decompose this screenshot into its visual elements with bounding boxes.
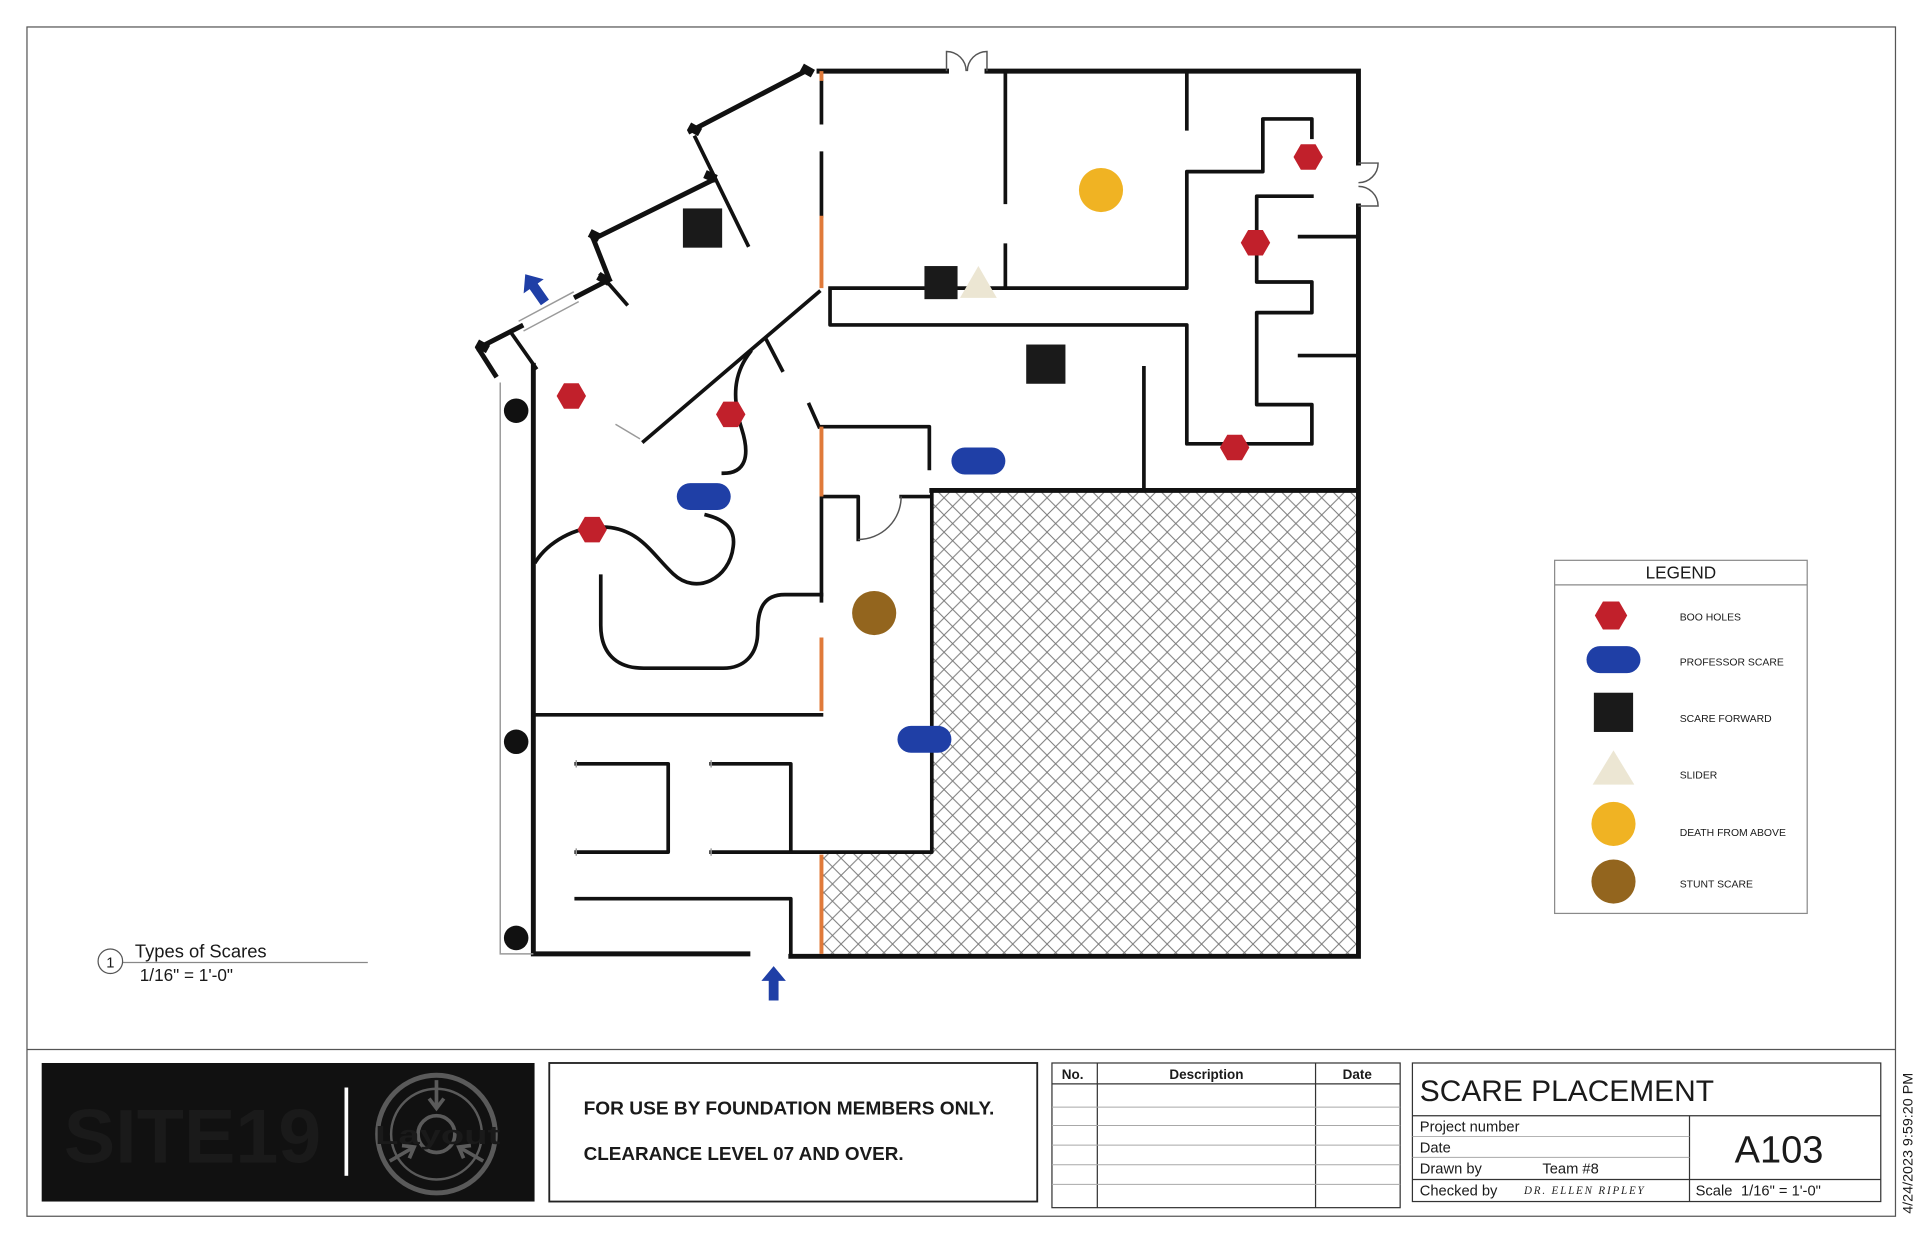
drawn-by-label: Drawn by	[1420, 1161, 1483, 1177]
professor-scare-marker	[951, 447, 1006, 475]
exterior-wall	[474, 67, 1361, 959]
triangle-icon	[1592, 750, 1635, 785]
black-dot-icon	[503, 398, 529, 423]
boo-hole-marker	[577, 516, 607, 543]
scale-label: Scale	[1696, 1183, 1733, 1199]
exit-arrow-icon	[515, 267, 555, 310]
sheet-border	[26, 26, 1897, 1217]
checked-by-signature: DR. ELLEN RIPLEY	[1523, 1185, 1646, 1197]
boo-hole-marker	[1240, 230, 1271, 256]
professor-scare-marker	[897, 725, 952, 753]
legend-item-label: DEATH FROM ABOVE	[1680, 828, 1786, 839]
stunt-scare-marker	[852, 590, 897, 636]
boo-hole-marker	[1219, 434, 1250, 461]
view-title-text: Types of Scares	[135, 941, 267, 962]
hatched-area	[821, 490, 1359, 957]
legend-item-label: BOO HOLES	[1680, 612, 1741, 623]
corridor-dots	[503, 398, 529, 951]
revision-header-description: Description	[1169, 1067, 1243, 1082]
legend-item-label: STUNT SCARE	[1680, 880, 1753, 891]
site-logo: SITE19 Layout	[41, 1062, 535, 1202]
drawn-by-value: Team #8	[1542, 1161, 1598, 1177]
logo-caption: Layout	[375, 1122, 501, 1150]
legend-item-label: SCARE FORWARD	[1680, 714, 1772, 725]
print-timestamp: 4/24/2023 9:59:20 PM	[1901, 1073, 1916, 1214]
revision-table: No. Description Date	[1051, 1062, 1401, 1209]
black-dot-icon	[503, 925, 529, 951]
notice-line-2: CLEARANCE LEVEL 07 AND OVER.	[584, 1143, 904, 1164]
revision-table-border	[1051, 1062, 1401, 1209]
clearance-notice: FOR USE BY FOUNDATION MEMBERS ONLY. CLEA…	[548, 1062, 1039, 1203]
walls	[474, 63, 1361, 959]
date-label: Date	[1420, 1140, 1451, 1156]
scale-value: 1/16" = 1'-0"	[1741, 1183, 1821, 1199]
view-number-bubble	[97, 948, 124, 975]
boo-hole-marker	[1293, 144, 1323, 170]
sheet-info-block: SCARE PLACEMENT Project number Date Draw…	[1411, 1062, 1882, 1203]
scare-forward-marker	[924, 266, 958, 300]
logo-separator	[344, 1087, 349, 1176]
legend-item-label: SLIDER	[1680, 771, 1718, 782]
scare-forward-marker	[1026, 344, 1066, 384]
death-from-above-marker	[1078, 167, 1124, 213]
wall-end-caps	[474, 63, 815, 354]
professor-scare-marker	[676, 483, 731, 511]
door-swing-icon	[858, 496, 902, 541]
square-icon	[1593, 692, 1634, 732]
checked-by-label: Checked by	[1420, 1183, 1498, 1199]
site-name: SITE19	[64, 1094, 321, 1179]
professor-scare-markers	[676, 447, 1006, 753]
boo-hole-markers	[556, 144, 1323, 543]
sheet-title: SCARE PLACEMENT	[1420, 1075, 1714, 1108]
entrance-arrow-icon	[761, 966, 786, 1001]
view-scale: 1/16" = 1'-0"	[140, 965, 233, 985]
scare-forward-marker	[682, 208, 723, 248]
view-number: 1	[106, 955, 114, 971]
corridor-outline	[499, 291, 712, 955]
circle-icon	[1591, 801, 1636, 846]
legend-item-label: PROFESSOR SCARE	[1680, 658, 1784, 669]
circle-icon	[1591, 859, 1636, 904]
notice-box	[548, 1062, 1039, 1203]
sheet-info-border	[1411, 1062, 1882, 1203]
scp-foundation-emblem-icon	[375, 1072, 498, 1196]
scare-forward-markers	[682, 208, 1066, 384]
boo-hole-marker	[556, 383, 587, 409]
interior-wall	[509, 69, 1361, 956]
notice-line-1: FOR USE BY FOUNDATION MEMBERS ONLY.	[584, 1097, 995, 1118]
curved-maze-wall	[533, 349, 824, 671]
black-dot-icon	[503, 729, 529, 755]
legend: LEGEND BOO HOLES PROFESSOR SCARE SCARE F…	[1554, 559, 1808, 915]
door-swing-icon	[945, 50, 988, 72]
slider-marker	[960, 266, 997, 298]
sheet-number: A103	[1735, 1129, 1824, 1171]
legend-box	[1554, 559, 1808, 915]
logo-background	[41, 1062, 535, 1202]
legend-title: LEGEND	[1646, 563, 1717, 583]
doors	[858, 50, 1379, 541]
floor-plan	[474, 50, 1379, 1001]
revision-header-date: Date	[1343, 1067, 1373, 1082]
capsule-icon	[1586, 646, 1641, 674]
revision-header-no: No.	[1062, 1067, 1084, 1082]
project-number-label: Project number	[1420, 1120, 1520, 1136]
view-title: 1 Types of Scares 1/16" = 1'-0"	[97, 941, 368, 985]
door-swing-icon	[1358, 162, 1379, 207]
